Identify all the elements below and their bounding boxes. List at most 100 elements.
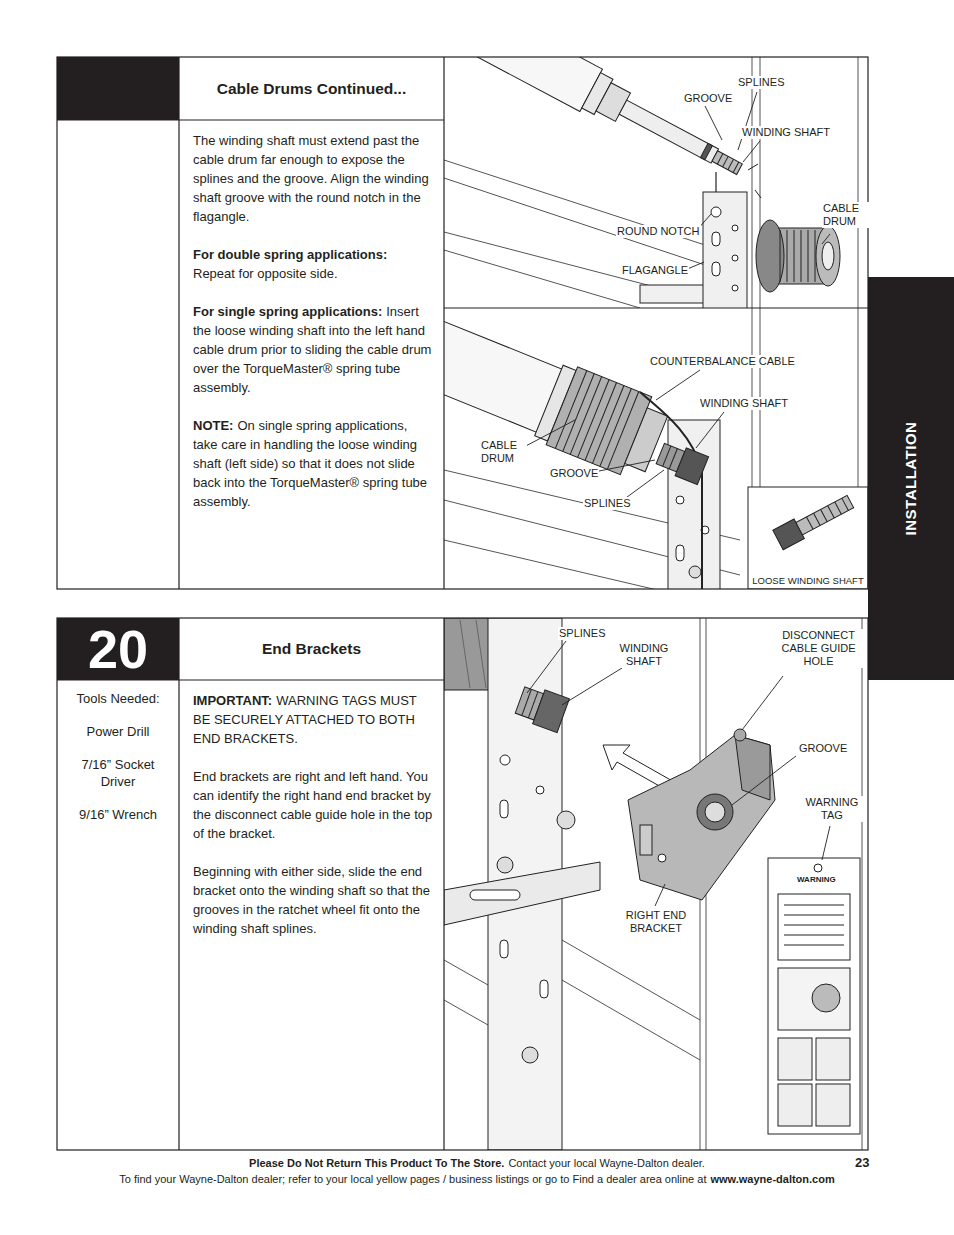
cable-drum-middle-illustration [663,446,671,466]
table-frame [178,57,179,589]
end-bracket-illustration [784,905,844,906]
leader-lines [732,756,796,805]
text: The winding shaft must extend past the c… [193,133,429,224]
cable-drum-top-illustration [711,207,721,217]
cable-drum-top-illustration [787,230,788,282]
header-black-cell [57,57,179,120]
cable-drum-middle-illustration [655,440,709,485]
table-frame [57,618,868,1150]
text: 7/16” Socket Driver [82,757,155,789]
cable-drum-middle-illustration [675,448,708,485]
part-label: RIGHT END BRACKET [618,909,694,935]
cable-drum-top-illustration [619,100,718,163]
text: NOTE: [193,418,233,433]
node-content: LOOSE WINDING SHAFT [752,575,863,586]
part-label: WINDING SHAFT [741,126,831,139]
cable-drum-top-illustration [444,178,705,265]
page-number: 23 [855,1155,869,1170]
leader-lines [594,460,655,472]
leader-lines [743,141,760,162]
footer-line: Please Do Not Return This Product To The… [20,1156,934,1170]
cable-drum-top-illustration [732,255,738,261]
end-bracket-illustration [735,735,770,800]
end-bracket-illustration [784,925,844,926]
paragraph: INSTALLATION [854,470,954,488]
cable-drum-middle-illustration [676,496,684,504]
node-content: Cable Drums Continued... [217,80,406,98]
cable-drum-middle-illustration [640,392,702,589]
end-bracket-illustration [778,1038,812,1080]
end-bracket-illustration [444,618,862,1150]
cable-drum-top-illustration [756,220,840,292]
paragraph: LOOSE WINDING SHAFT [752,575,863,586]
cable-drum-top-illustration [748,164,761,198]
step-number: 20 [57,618,179,680]
table-frame [57,57,868,589]
end-bracket-illustration [778,1084,812,1126]
cable-drum-top-illustration [703,192,747,308]
part-label: GROOVE [549,467,599,480]
leader-lines [522,92,830,906]
paragraph: NOTE:On single spring applications, take… [193,416,434,511]
part-label: SPLINES [737,76,785,89]
end-bracket-illustration [640,825,652,855]
footer-text: www.wayne-dalton.com [710,1173,834,1185]
side-tab: INSTALLATION [868,277,954,680]
node-content: INSTALLATION [854,470,954,488]
cable-drum-top-illustration [732,285,738,291]
text: INSTALLATION [903,421,920,535]
leader-lines [738,92,757,150]
leader-lines [522,420,575,448]
cable-drum-middle-illustration [570,377,601,455]
leader-lines [822,826,830,860]
cable-drum-top-illustration [801,230,802,282]
end-bracket-illustration [460,620,470,688]
end-bracket-illustration [628,729,775,900]
part-label: GROOVE [683,92,733,105]
end-bracket-illustration [514,683,570,733]
paragraph: End Brackets [262,640,361,658]
paragraph: Cable Drums Continued... [217,80,406,98]
cable-drum-middle-illustration [444,308,672,483]
end-bracket-illustration [444,618,862,1150]
cable-drum-top-illustration [816,226,840,286]
text: Tools Needed: [76,691,159,706]
footer-text: Contact your local Wayne-Dalton dealer. [508,1157,704,1169]
footer-text: To find your Wayne-Dalton dealer; refer … [119,1173,706,1185]
cable-drum-top-illustration [858,57,859,308]
cable-drum-middle-illustration [585,383,616,461]
end-bracket-illustration [500,940,508,958]
end-bracket-illustration [522,689,532,715]
paragraph: Power Drill [65,723,171,740]
text: 9/16” Wrench [79,807,157,822]
part-label: WINDING SHAFT [699,397,789,410]
tools-list: Tools Needed: Power Drill 7/16” Socket Dri… [57,680,179,1150]
paragraph: 9/16” Wrench [65,806,171,823]
cable-drum-middle-illustration [748,487,868,589]
cable-drum-middle-illustration [668,420,720,589]
end-bracket-illustration [697,794,733,830]
cable-drum-top-illustration [444,57,858,308]
text: End brackets are right and left hand. Yo… [193,769,432,841]
cable-drum-middle-illustration [835,502,842,514]
leader-lines [656,370,700,400]
cable-drum-top-illustration [808,230,809,282]
part-label: CABLE DRUM [480,439,527,465]
cable-drum-top-illustration [780,230,781,282]
footer-text: Please Do Not Return This Product To The… [249,1157,504,1169]
cable-drum-top-illustration [700,143,712,159]
end-bracket-illustration [784,935,844,936]
cable-drum-middle-illustration [806,517,813,529]
cable-drum-top-illustration [712,262,720,276]
leader-lines [822,234,830,244]
footer-line: To find your Wayne-Dalton dealer; refer … [20,1172,934,1186]
cable-drum-middle-illustration [444,308,868,589]
end-bracket-illustration [628,735,775,900]
end-bracket-illustration [784,915,844,916]
leader-lines [623,470,664,500]
part-label: SPLINES [583,497,631,510]
part-label: SPLINES [558,627,606,640]
text: Power Drill [87,724,150,739]
text: IMPORTANT: [193,693,272,708]
